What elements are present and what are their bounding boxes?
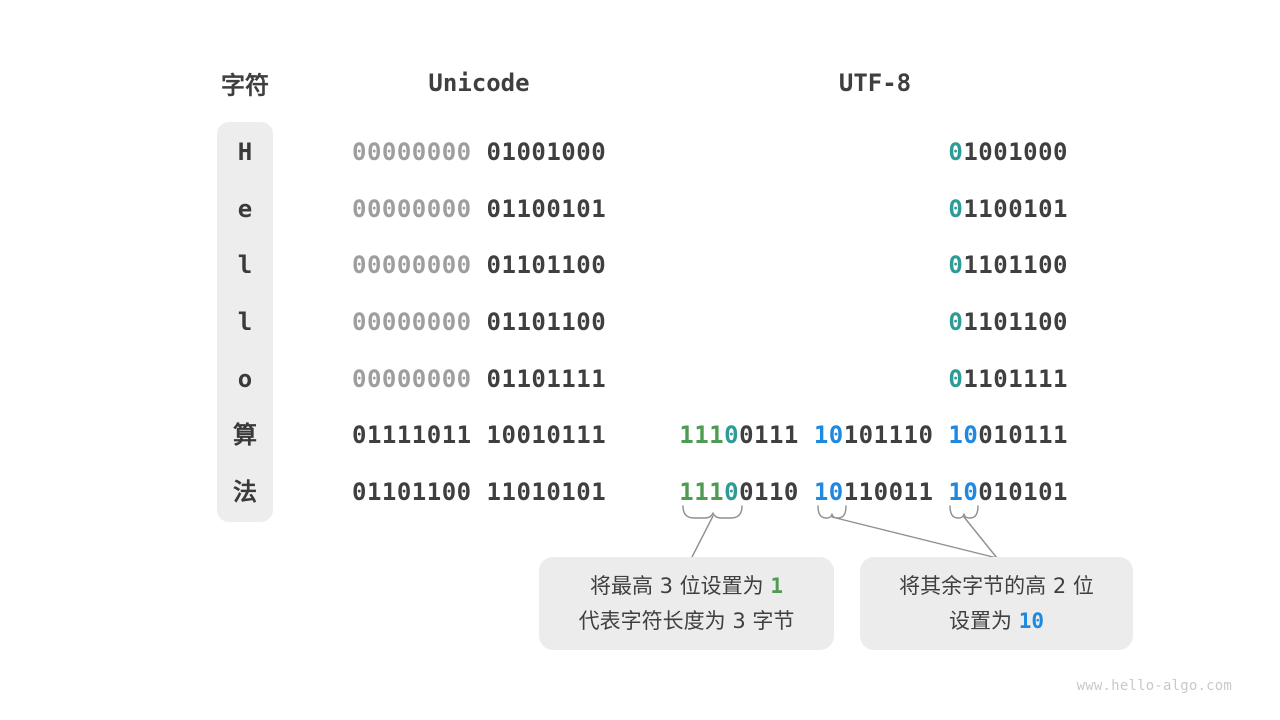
callout-lead-byte-rule: 将最高 3 位设置为 1 代表字符长度为 3 字节 (539, 557, 834, 650)
char-cell: l (237, 251, 253, 279)
callout-text: 将最高 3 位设置为 (589, 573, 771, 598)
utf8-binary: 01101100 (948, 307, 1068, 337)
binary-segment-dark: 1101100 (963, 308, 1068, 336)
binary-segment-blue: 10 (813, 421, 844, 449)
binary-segment-dark: 01101100 11010101 (352, 478, 607, 506)
binary-segment-dark: 0111 (739, 421, 814, 449)
binary-segment-gray: 00000000 (352, 195, 472, 223)
binary-segment-dark: 1101100 (963, 251, 1068, 279)
binary-segment-dark: 1100101 (963, 195, 1068, 223)
binary-segment-gray: 00000000 (352, 365, 472, 393)
binary-segment-teal: 0 (948, 138, 964, 166)
callout-text-line: 代表字符长度为 3 字节 (579, 604, 795, 639)
binary-segment-dark: 01101111 (471, 365, 607, 393)
binary-segment-blue: 10 (948, 421, 979, 449)
utf8-binary: 01001000 (948, 137, 1068, 167)
binary-segment-teal: 0 (948, 365, 964, 393)
underbrace-cont-bits-1 (817, 505, 847, 519)
utf8-binary: 01100101 (948, 194, 1068, 224)
underbrace-cont-bits-2 (949, 505, 979, 519)
character-column-background (217, 122, 273, 522)
connector-line-lead (691, 515, 714, 558)
char-cell: e (237, 195, 253, 223)
binary-segment-blue: 10 (813, 478, 844, 506)
binary-segment-dark: 0110 (739, 478, 814, 506)
callout-text: 设置为 (949, 608, 1019, 633)
binary-segment-teal: 0 (948, 251, 964, 279)
column-header-utf8: UTF-8 (838, 69, 912, 97)
binary-segment-dark: 110011 (843, 478, 949, 506)
binary-segment-dark: 01101100 (471, 251, 607, 279)
binary-segment-dark: 010111 (978, 421, 1068, 449)
callout-text: 将其余字节的高 2 位 (899, 573, 1094, 598)
binary-segment-gray: 00000000 (352, 138, 472, 166)
utf8-binary: 01101100 (948, 250, 1068, 280)
binary-segment-dark: 1001000 (963, 138, 1068, 166)
binary-segment-dark: 01001000 (471, 138, 607, 166)
callout-highlight-bits: 10 (1018, 608, 1044, 633)
binary-segment-dark: 010101 (978, 478, 1068, 506)
binary-segment-teal: 0 (948, 195, 964, 223)
binary-segment-dark: 01101100 (471, 308, 607, 336)
column-header-unicode: Unicode (428, 69, 530, 97)
unicode-binary: 00000000 01001000 (352, 137, 606, 167)
utf8-binary: 11100111 10101110 10010111 (679, 420, 1068, 450)
unicode-binary: 00000000 01101100 (352, 307, 606, 337)
utf8-binary: 01101111 (948, 364, 1068, 394)
binary-segment-teal: 0 (948, 308, 964, 336)
binary-segment-green: 111 (679, 421, 725, 449)
binary-segment-teal: 0 (724, 478, 740, 506)
unicode-binary: 00000000 01101100 (352, 250, 606, 280)
binary-segment-gray: 00000000 (352, 308, 472, 336)
callout-highlight-bits: 1 (770, 573, 784, 598)
connector-line-cont-1 (831, 516, 998, 559)
unicode-binary: 01111011 10010111 (352, 420, 606, 450)
unicode-binary: 00000000 01100101 (352, 194, 606, 224)
char-cell: 法 (233, 478, 257, 506)
binary-segment-green: 111 (679, 478, 725, 506)
connector-line-cont-2 (963, 516, 998, 559)
callout-continuation-byte-rule: 将其余字节的高 2 位设置为 10 (860, 557, 1133, 650)
callout-text-line: 设置为 10 (949, 604, 1044, 639)
unicode-binary: 00000000 01101111 (352, 364, 606, 394)
char-cell: o (237, 365, 253, 393)
binary-segment-blue: 10 (948, 478, 979, 506)
binary-segment-dark: 1101111 (963, 365, 1068, 393)
watermark: www.hello-algo.com (1076, 678, 1232, 694)
binary-segment-gray: 00000000 (352, 251, 472, 279)
unicode-binary: 01101100 11010101 (352, 477, 606, 507)
column-header-character: 字符 (221, 71, 269, 100)
callout-text-line: 将最高 3 位设置为 1 (590, 569, 783, 604)
binary-segment-dark: 101110 (843, 421, 949, 449)
callout-text: 代表字符长度为 3 字节 (578, 608, 795, 633)
char-cell: l (237, 308, 253, 336)
char-cell: H (237, 138, 253, 166)
binary-segment-dark: 01100101 (471, 195, 607, 223)
underbrace-lead-bits (682, 505, 743, 519)
binary-segment-teal: 0 (724, 421, 740, 449)
callout-text-line: 将其余字节的高 2 位 (899, 569, 1094, 604)
binary-segment-dark: 01111011 10010111 (352, 421, 607, 449)
char-cell: 算 (233, 421, 257, 449)
utf8-binary: 11100110 10110011 10010101 (679, 477, 1068, 507)
